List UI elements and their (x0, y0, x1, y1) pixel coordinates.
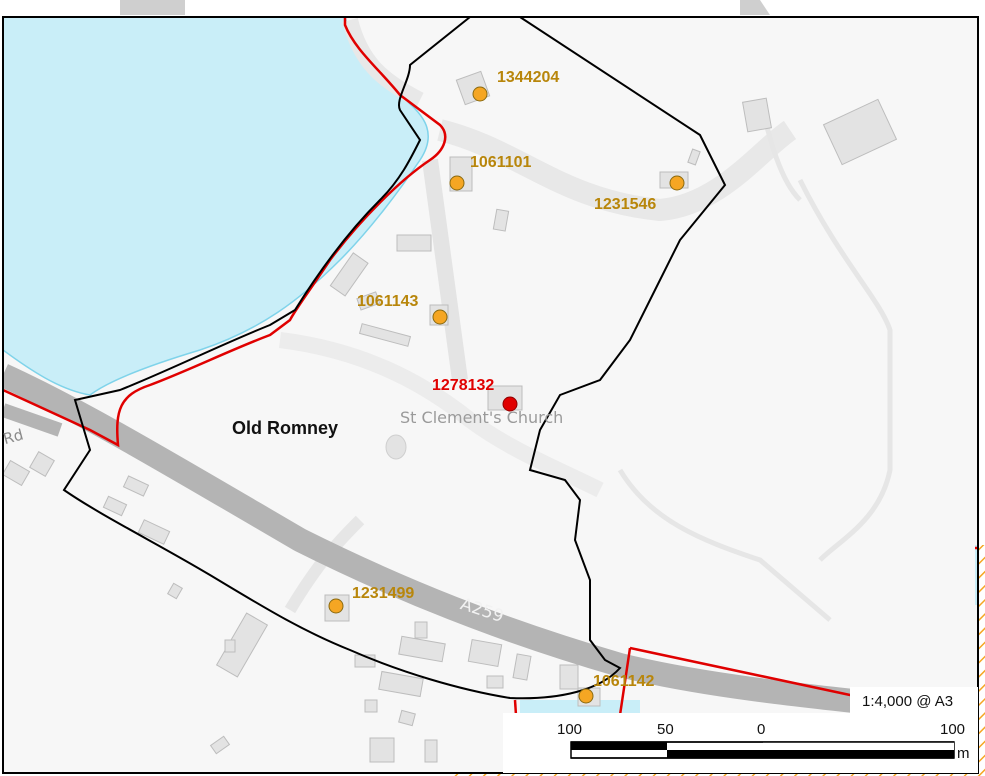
buildings (3, 70, 898, 763)
minor-road-church-access (279, 332, 604, 498)
road-label-rd: Rd (1, 426, 25, 449)
highlight-label-1278132: 1278132 (432, 377, 494, 394)
listed-label-1231499: 1231499 (352, 585, 414, 602)
outer-road-fragment (120, 0, 185, 15)
scale-text-background (850, 687, 978, 713)
listed-marker-1061142[interactable] (578, 688, 594, 704)
listed-marker-1231546[interactable] (669, 175, 685, 191)
listed-marker-1061143[interactable] (432, 309, 448, 325)
highlight-marker-1278132[interactable] (502, 396, 518, 412)
scale-bar-panel: 1:4,000 @ A3 100 50 0 100 m (503, 687, 978, 773)
outer-hatch-right (975, 545, 985, 776)
minor-road-church-lane (422, 158, 468, 382)
scale-tick-label-100-right: 100 (940, 721, 965, 738)
track-south-east (617, 468, 832, 622)
scale-ratio: 1:4,000 @ A3 (862, 693, 953, 710)
listed-label-1061143: 1061143 (357, 293, 419, 310)
scale-tick-label-100-left: 100 (557, 721, 582, 738)
scale-unit: m (957, 745, 970, 762)
church-label: St Clement's Church (400, 408, 563, 427)
scale-bar (570, 741, 955, 759)
road-a259 (3, 364, 978, 727)
listed-marker-1344204[interactable] (472, 86, 488, 102)
boundary-red-south-edge (618, 647, 632, 716)
track-east (797, 178, 893, 562)
listed-marker-1231499[interactable] (328, 598, 344, 614)
road-west-fragment (3, 403, 63, 437)
listed-label-1231546: 1231546 (594, 196, 656, 213)
scale-tick-label-50: 50 (657, 721, 674, 738)
listed-marker-1061101[interactable] (449, 175, 465, 191)
water-right (975, 545, 978, 605)
place-label-old-romney: Old Romney (232, 418, 338, 438)
listed-label-1061142: 1061142 (593, 673, 655, 690)
listed-label-1344204: 1344204 (497, 69, 559, 86)
listed-building-markers (328, 86, 685, 704)
minor-road-north (437, 119, 797, 222)
outer-road-fragment-2 (740, 0, 770, 15)
listed-label-1061101: 1061101 (470, 154, 532, 171)
map-frame (2, 16, 979, 774)
scale-tick-label-0: 0 (757, 721, 765, 738)
